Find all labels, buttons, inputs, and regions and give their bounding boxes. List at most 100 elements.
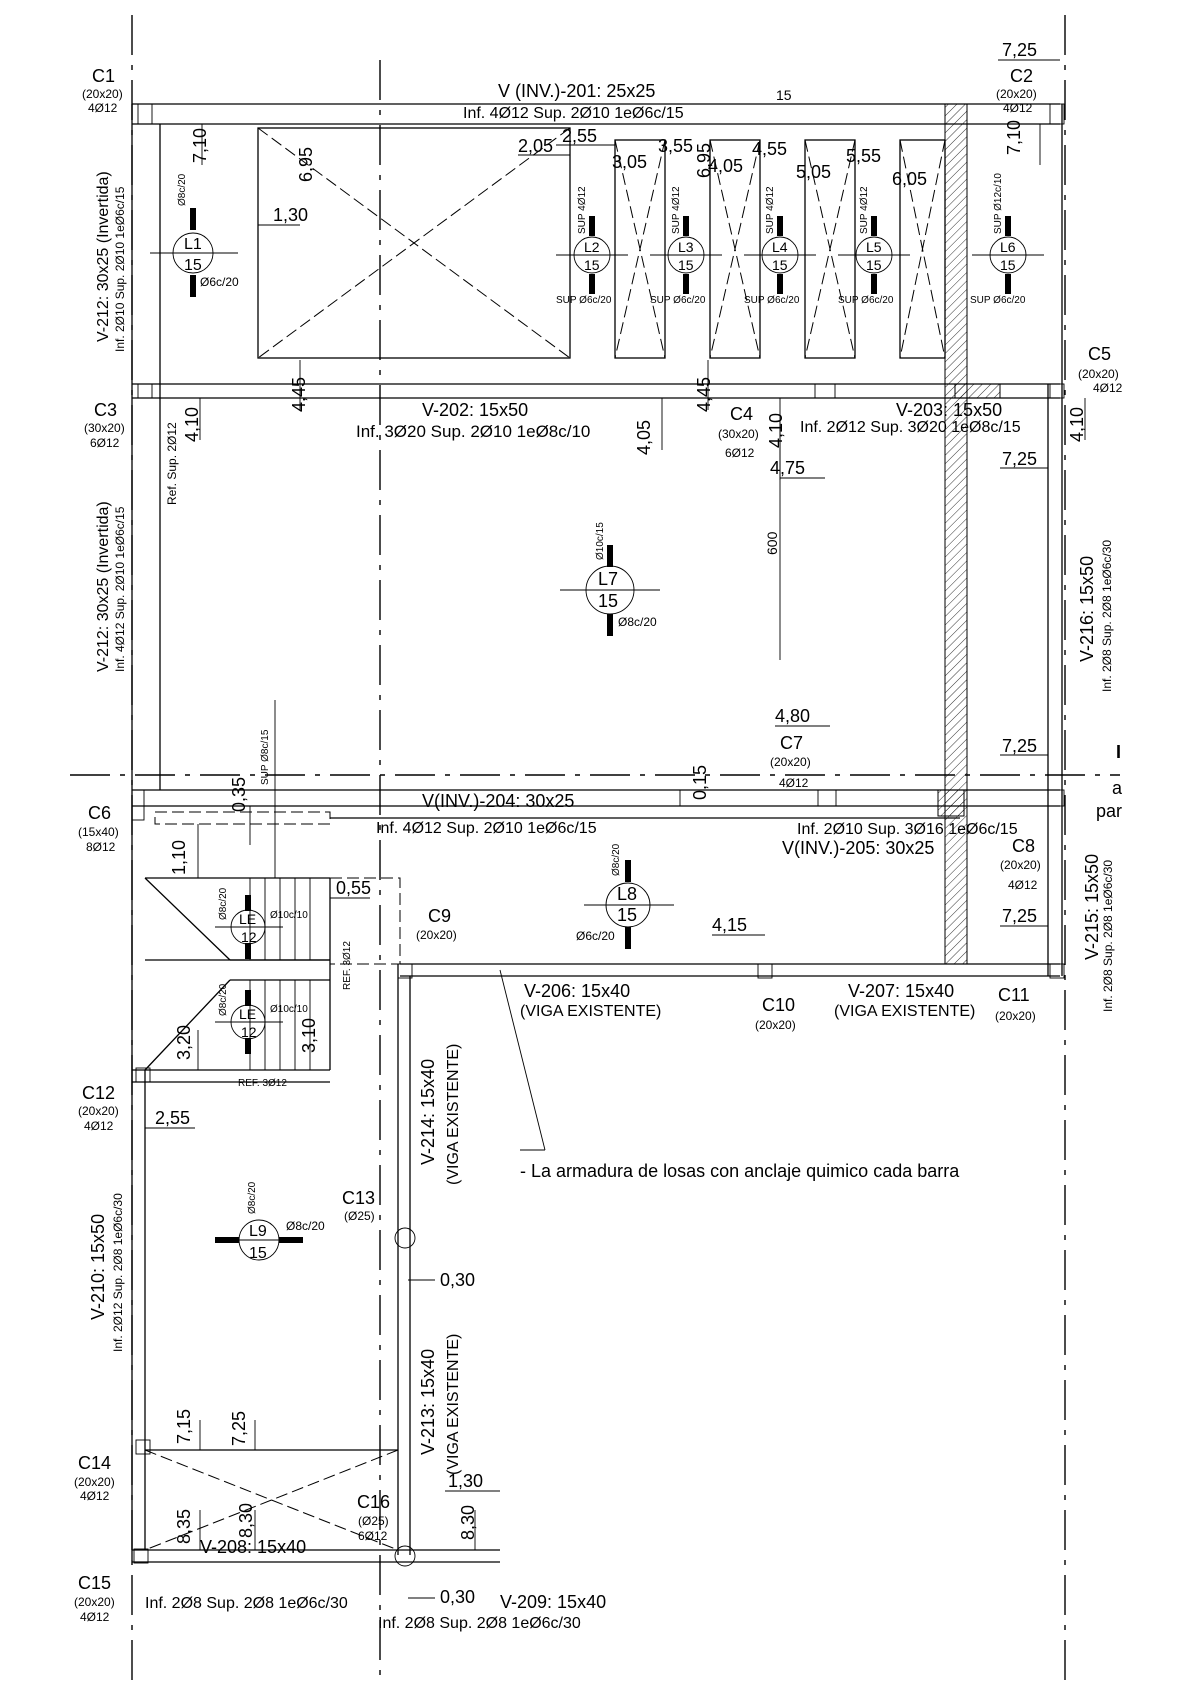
- svg-text:(20x20): (20x20): [74, 1595, 115, 1609]
- svg-text:15: 15: [584, 257, 600, 273]
- beam-v205-name: V(INV.)-205: 30x25: [782, 838, 934, 858]
- column-c1: C1(20x20)4Ø12: [82, 66, 123, 115]
- svg-text:15: 15: [866, 257, 882, 273]
- stair: [144, 811, 401, 1071]
- svg-text:1,30: 1,30: [273, 205, 308, 225]
- column-c12: C12(20x20)4Ø12: [78, 1083, 119, 1133]
- svg-text:(20x20): (20x20): [416, 928, 457, 942]
- svg-text:C15: C15: [78, 1573, 111, 1593]
- svg-text:0,30: 0,30: [440, 1270, 475, 1290]
- svg-text:C7: C7: [780, 733, 803, 753]
- svg-text:SUP Ø6c/20: SUP Ø6c/20: [838, 295, 894, 306]
- svg-text:(Ø25): (Ø25): [358, 1514, 389, 1528]
- svg-text:4Ø12: 4Ø12: [84, 1119, 114, 1133]
- svg-text:600: 600: [764, 531, 780, 555]
- beam-v215-name: V-215: 15x50: [1082, 854, 1102, 960]
- svg-text:SUP 4Ø12: SUP 4Ø12: [577, 186, 588, 234]
- svg-text:Ø10c/10: Ø10c/10: [270, 910, 308, 921]
- column-c14: C14(20x20)4Ø12: [74, 1453, 115, 1503]
- svg-text:4Ø12: 4Ø12: [80, 1610, 110, 1624]
- svg-text:0,15: 0,15: [690, 765, 710, 800]
- svg-text:(20x20): (20x20): [82, 87, 123, 101]
- svg-text:5,05: 5,05: [796, 162, 831, 182]
- svg-text:8,35: 8,35: [174, 1509, 194, 1544]
- ref-sup-label: Ref. Sup. 2Ø12: [165, 422, 179, 505]
- column-labels: C1(20x20)4Ø12 C2(20x20)4Ø12 C3(30x20)6Ø1…: [74, 66, 1123, 1624]
- beam-v215-rebar: Inf. 2Ø8 Sup. 2Ø8 1eØ6c/30: [1101, 860, 1115, 1012]
- svg-text:L8: L8: [617, 884, 637, 904]
- svg-text:C11: C11: [998, 985, 1030, 1005]
- svg-text:C9: C9: [428, 906, 451, 926]
- svg-text:7,25: 7,25: [1002, 449, 1037, 469]
- edge-word-par: par: [1096, 801, 1122, 821]
- svg-text:7,25: 7,25: [1002, 40, 1037, 60]
- svg-text:SUP Ø6c/20: SUP Ø6c/20: [650, 295, 706, 306]
- beam-v214-rebar: (VIGA EXISTENTE): [445, 1044, 462, 1185]
- svg-text:C8: C8: [1012, 836, 1035, 856]
- svg-text:4Ø12: 4Ø12: [88, 101, 118, 115]
- svg-text:Ø6c/20: Ø6c/20: [576, 929, 615, 943]
- column-c16: C16(Ø25)6Ø12: [357, 1492, 390, 1543]
- svg-text:Ø8c/20: Ø8c/20: [611, 843, 622, 876]
- beam-v212a-name: V-212: 30x25 (Invertida): [95, 171, 112, 342]
- svg-text:Ø10c/15: Ø10c/15: [595, 522, 606, 560]
- svg-text:(20x20): (20x20): [995, 1009, 1036, 1023]
- beam-v210-rebar: Inf. 2Ø12 Sup. 2Ø8 1eØ6c/30: [111, 1193, 125, 1352]
- svg-text:7,25: 7,25: [1002, 906, 1037, 926]
- svg-text:C5: C5: [1088, 344, 1111, 364]
- svg-text:Ø10c/10: Ø10c/10: [270, 1004, 308, 1015]
- column-c3: C3(30x20)6Ø12: [84, 400, 125, 450]
- svg-text:Ø8c/20: Ø8c/20: [286, 1219, 325, 1233]
- column-c8: C8 (20x20) 4Ø12: [1000, 836, 1041, 892]
- beam-v206-name: V-206: 15x40: [524, 981, 630, 1001]
- ref3-label: REF. 3Ø12: [342, 941, 353, 990]
- svg-text:(20x20): (20x20): [1000, 858, 1041, 872]
- beam-v216-name: V-216: 15x50: [1077, 556, 1097, 662]
- dimension-marks: [145, 59, 1086, 1599]
- svg-text:7,25: 7,25: [229, 1411, 249, 1446]
- column-c6: C6(15x40)8Ø12: [78, 803, 119, 854]
- beam-v210-name: V-210: 15x50: [88, 1214, 108, 1320]
- svg-text:7,10: 7,10: [1004, 120, 1024, 155]
- svg-text:4,05: 4,05: [634, 420, 654, 455]
- svg-text:C16: C16: [357, 1492, 390, 1512]
- beam-v207-name: V-207: 15x40: [848, 981, 954, 1001]
- svg-text:L4: L4: [772, 239, 788, 255]
- svg-text:8,30: 8,30: [458, 1505, 478, 1540]
- beam-v202-name: V-202: 15x50: [422, 400, 528, 420]
- sup-bar-label: SUP Ø8c/15: [260, 729, 271, 785]
- beam-v216-rebar: Inf. 2Ø8 Sup. 2Ø8 1eØ6c/30: [1100, 540, 1114, 692]
- svg-text:SUP Ø6c/20: SUP Ø6c/20: [556, 295, 612, 306]
- svg-text:15: 15: [617, 905, 637, 925]
- svg-text:C13: C13: [342, 1188, 375, 1208]
- svg-text:4Ø12: 4Ø12: [1008, 878, 1038, 892]
- svg-text:15: 15: [249, 1245, 267, 1262]
- column-symbols: [131, 103, 1065, 1567]
- svg-text:15: 15: [772, 257, 788, 273]
- beam-v212a-rebar: Inf. 2Ø10 Sup. 2Ø10 1eØ6c/15: [113, 186, 127, 352]
- svg-text:6Ø12: 6Ø12: [90, 436, 120, 450]
- svg-text:Ø6c/20: Ø6c/20: [200, 275, 239, 289]
- svg-text:12: 12: [241, 1024, 257, 1040]
- svg-text:15: 15: [184, 257, 202, 274]
- column-c4: C4(30x20)6Ø12: [718, 404, 759, 460]
- svg-text:LE: LE: [239, 911, 256, 927]
- svg-text:(20x20): (20x20): [996, 87, 1037, 101]
- beam-v204-rebar: Inf. 4Ø12 Sup. 2Ø10 1eØ6c/15: [376, 820, 597, 837]
- svg-text:L7: L7: [598, 569, 618, 589]
- svg-text:2,05: 2,05: [518, 136, 553, 156]
- column-c15: C15 (20x20)4Ø12: [74, 1573, 115, 1624]
- svg-text:Ø8c/20: Ø8c/20: [247, 1181, 258, 1214]
- svg-text:7,15: 7,15: [174, 1409, 194, 1444]
- svg-text:SUP 4Ø12: SUP 4Ø12: [765, 186, 776, 234]
- svg-text:4Ø12: 4Ø12: [80, 1489, 110, 1503]
- svg-text:15: 15: [598, 591, 618, 611]
- note-text: - La armadura de losas con anclaje quimi…: [520, 1161, 960, 1181]
